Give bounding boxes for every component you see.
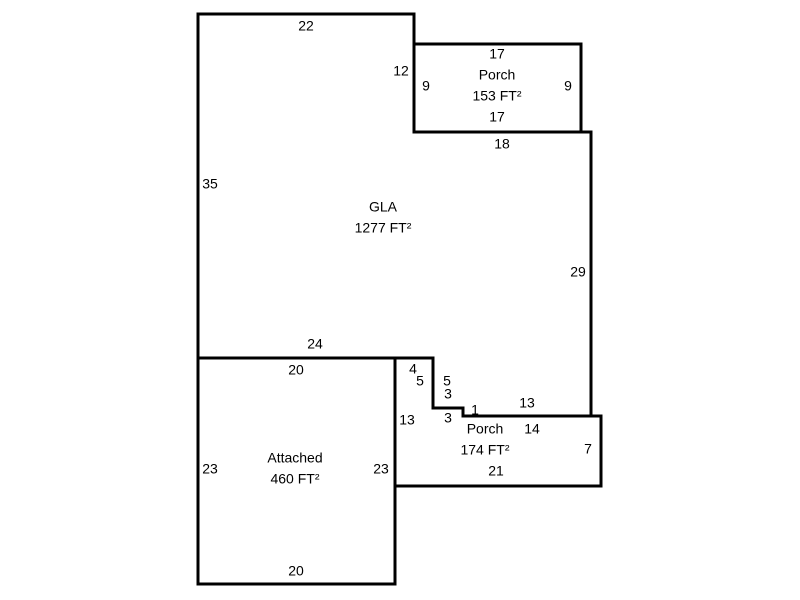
dim-label: 24: [307, 336, 323, 352]
dim-label: 22: [298, 18, 314, 34]
attached-outline: [196, 356, 397, 586]
dim-label: 12: [393, 63, 409, 79]
attached-area: 460 FT²: [270, 471, 319, 487]
attached-label: Attached: [267, 450, 322, 466]
dim-label: 29: [570, 264, 586, 280]
dim-label: 17: [489, 46, 505, 62]
dim-label: 18: [494, 136, 510, 152]
dim-label: 9: [422, 78, 430, 94]
dim-label: 3: [444, 410, 452, 426]
dim-label: 9: [564, 78, 572, 94]
gla-label: GLA: [369, 199, 398, 215]
dim-label: 3: [444, 386, 452, 402]
porch-bottom-outline: [393, 356, 603, 488]
gla-area: 1277 FT²: [355, 220, 412, 236]
porch-top-outline: [412, 42, 583, 134]
dim-label: 4: [409, 361, 417, 377]
dim-label: 7: [584, 441, 592, 457]
dim-label: 5: [416, 373, 424, 389]
porch-bottom-label: Porch: [467, 421, 504, 437]
dim-label: 21: [488, 463, 504, 479]
dim-label: 35: [202, 176, 218, 192]
porch-top-area: 153 FT²: [472, 88, 521, 104]
dim-label: 23: [202, 461, 218, 477]
dim-label: 23: [373, 461, 389, 477]
dim-label: 13: [399, 412, 415, 428]
dim-label: 14: [524, 421, 540, 437]
dim-label: 20: [288, 362, 304, 378]
dim-label: 1: [471, 402, 479, 418]
porch-bottom-area: 174 FT²: [460, 442, 509, 458]
dim-label: 5: [443, 373, 451, 389]
dim-label: 20: [288, 563, 304, 579]
porch-top-label: Porch: [479, 67, 516, 83]
dim-label: 17: [489, 109, 505, 125]
dim-label: 13: [519, 395, 535, 411]
